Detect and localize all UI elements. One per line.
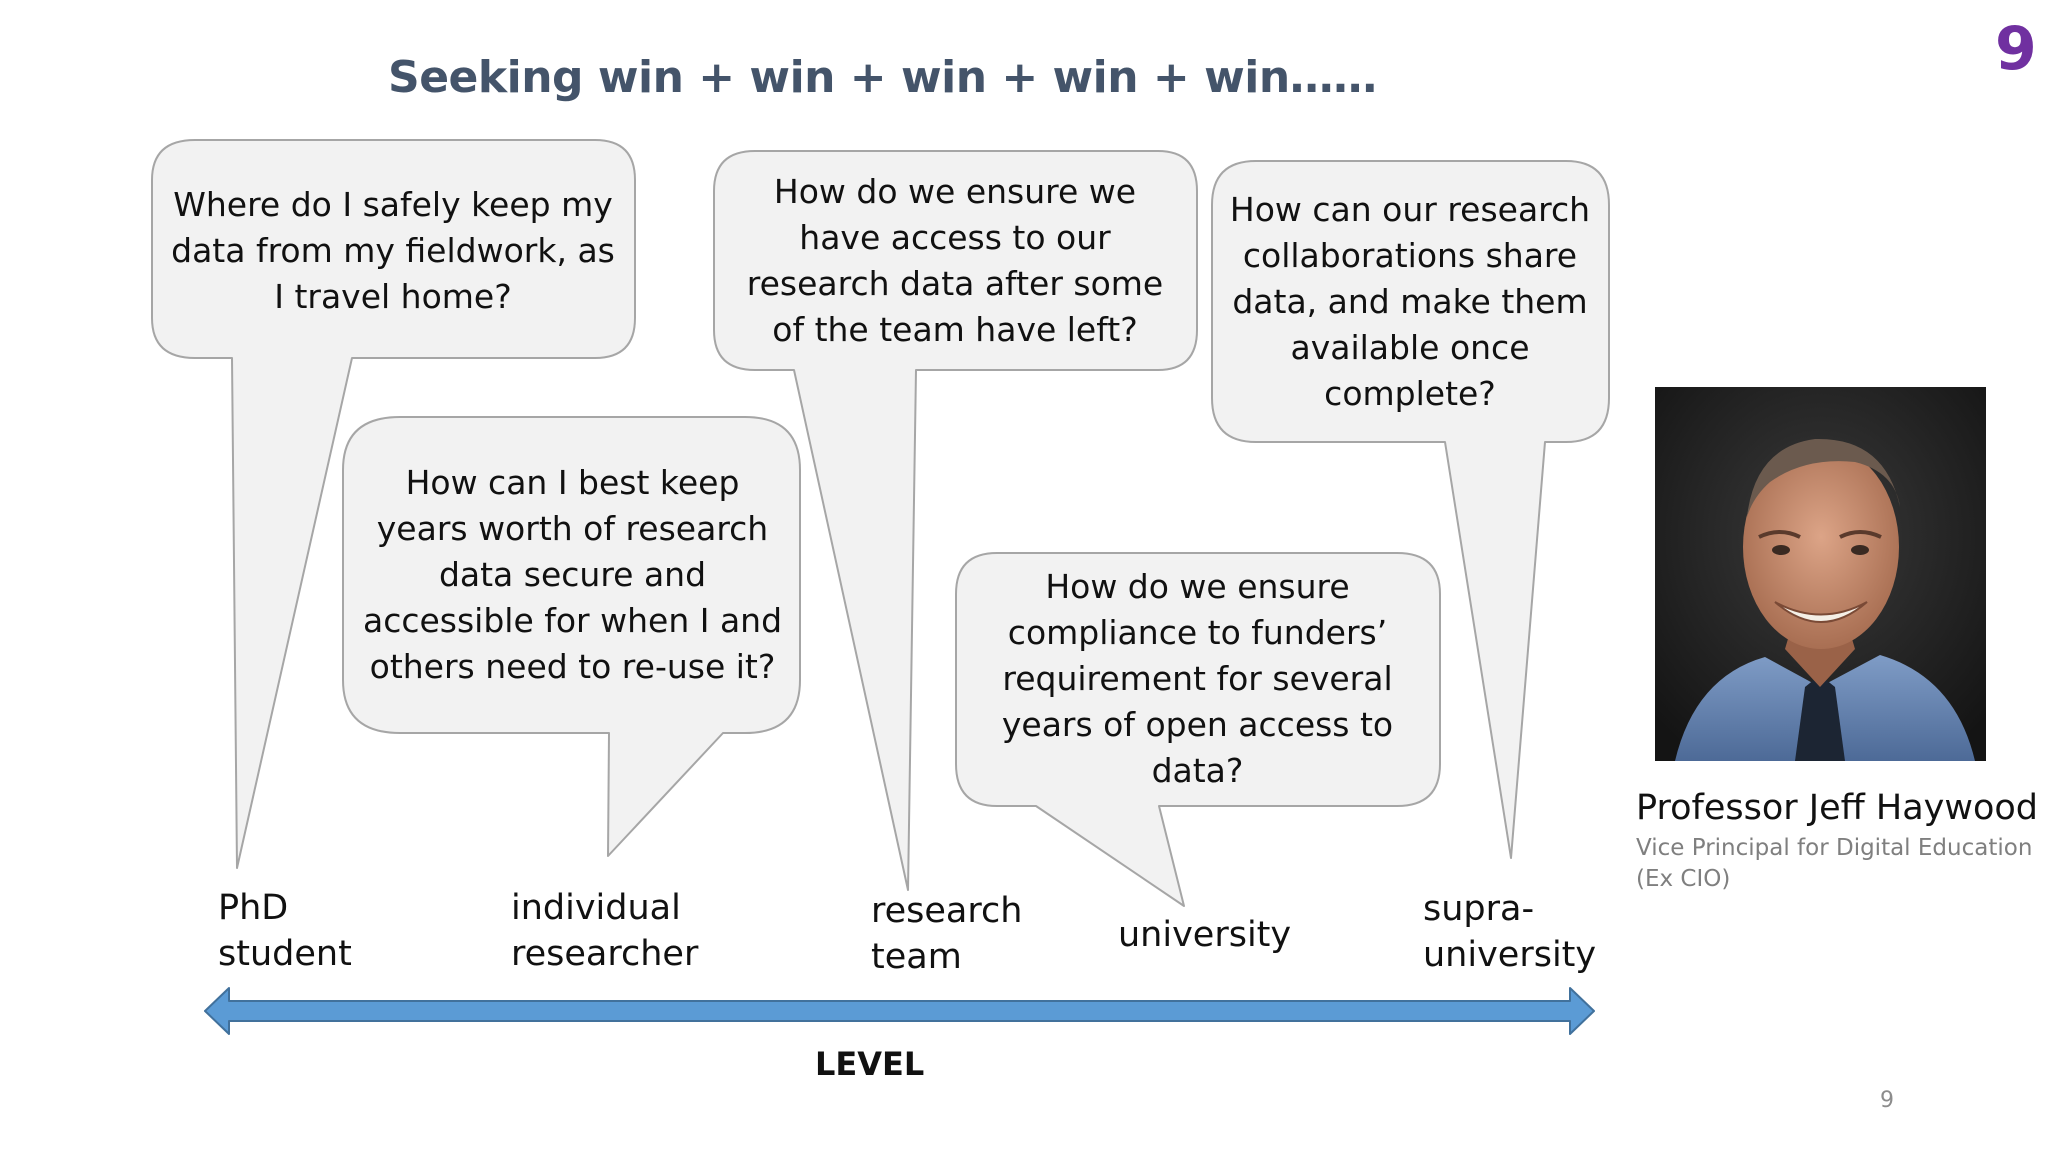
page-number: 9 (1880, 1088, 1894, 1113)
level-individual-researcher: individual researcher (511, 885, 698, 977)
portrait-photo (1655, 387, 1986, 761)
professor-role-line1: Vice Principal for Digital Education (1636, 835, 2033, 861)
level-university: university (1118, 915, 1292, 955)
level-team-line2: team (871, 937, 962, 977)
slide-corner-number: 9 (1995, 14, 2037, 84)
university-question-text: How do we ensure compliance to funders’ … (1001, 567, 1394, 790)
university-bubble-shape (955, 552, 1441, 907)
individual-bubble-shape (342, 416, 801, 857)
professor-role-line2: (Ex CIO) (1636, 866, 1731, 892)
level-research-team: research team (871, 888, 1022, 980)
level-team-line1: research (871, 891, 1023, 931)
phd-bubble-shape (151, 139, 636, 869)
supra-bubble-shape (1211, 160, 1610, 859)
level-double-arrow (204, 987, 1595, 1035)
level-supra-line2: university (1423, 935, 1597, 975)
level-supra-university: supra- university (1423, 886, 1596, 978)
level-axis-label: LEVEL (815, 1045, 925, 1083)
portrait-illustration (1655, 387, 1986, 761)
supra-question-text: How can our research collaborations shar… (1229, 190, 1591, 413)
professor-name: Professor Jeff Haywood (1636, 788, 2039, 828)
individual-question-text: How can I best keep years worth of resea… (362, 463, 783, 686)
team-bubble-shape (713, 150, 1198, 891)
phd-question-text: Where do I safely keep my data from my f… (171, 185, 615, 316)
level-phd-line2: student (218, 934, 352, 974)
level-individual-line1: individual (511, 888, 681, 928)
level-supra-line1: supra- (1423, 889, 1535, 929)
level-phd-student: PhD student (218, 885, 352, 977)
professor-role: Vice Principal for Digital Education (Ex… (1636, 833, 2032, 895)
level-individual-line2: researcher (511, 934, 699, 974)
slide-title: Seeking win + win + win + win + win…… (388, 52, 1377, 103)
level-phd-line1: PhD (218, 888, 289, 928)
team-question-text: How do we ensure we have access to our r… (746, 172, 1164, 349)
